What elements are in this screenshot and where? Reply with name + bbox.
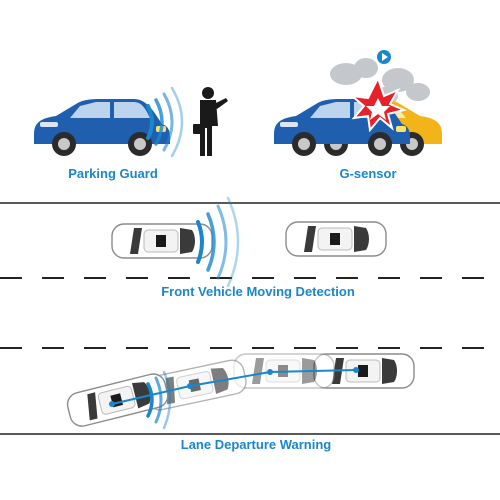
front-vehicle-detection-label: Front Vehicle Moving Detection — [161, 284, 355, 299]
trajectory-line — [111, 369, 357, 405]
front-car-top — [285, 221, 387, 257]
parking-guard-label: Parking Guard — [68, 166, 158, 181]
road — [0, 202, 500, 435]
sensor-wave-icon — [146, 86, 184, 158]
parking-guard-panel — [34, 86, 228, 158]
drifting-car-top — [64, 370, 171, 430]
own-car-top — [111, 223, 213, 259]
businessman-icon — [193, 87, 228, 156]
g-sensor-panel — [274, 50, 442, 156]
lane-departure-panel — [64, 353, 415, 430]
g-sensor-label: G-sensor — [339, 166, 397, 181]
lane-sensor-wave-icon — [146, 370, 172, 430]
smoke-cloud-icon — [330, 58, 430, 105]
front-vehicle-panel — [111, 196, 387, 288]
front-sensor-wave-icon — [196, 196, 240, 288]
lane-departure-label: Lane Departure Warning — [180, 437, 332, 452]
trajectory-points — [109, 367, 359, 407]
